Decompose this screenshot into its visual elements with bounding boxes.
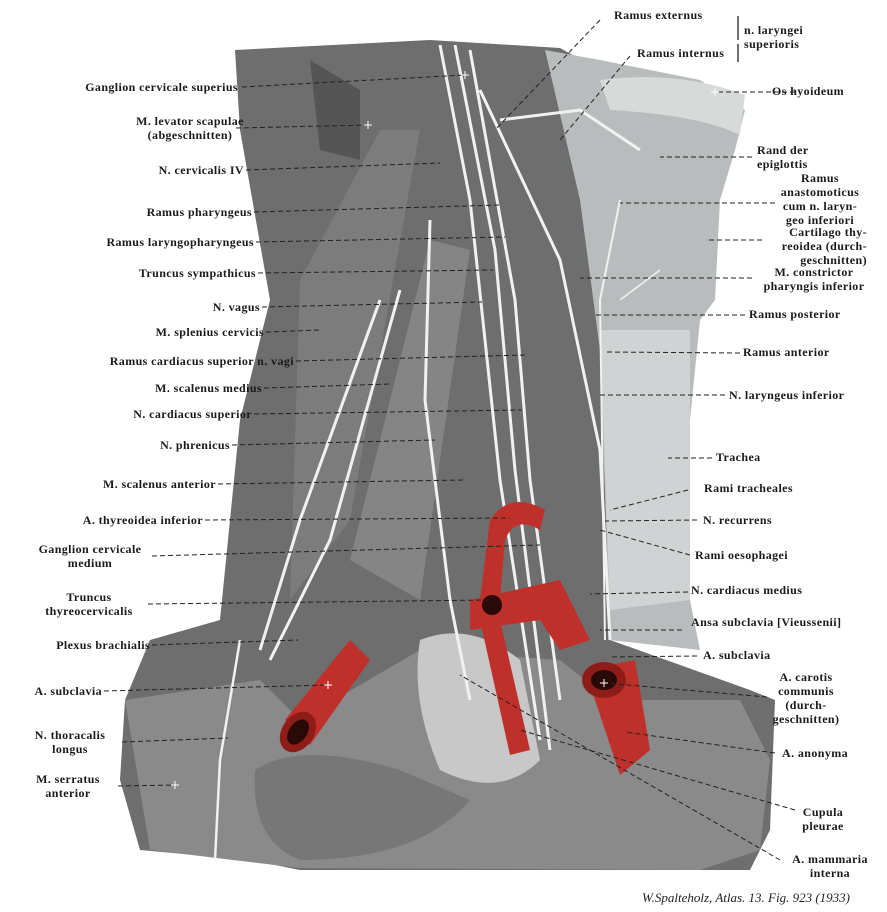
right-leader-lines <box>459 19 796 861</box>
label-line: communis <box>778 684 834 698</box>
label-line: Rand der <box>757 143 809 157</box>
figure-caption: W.Spalteholz, Atlas. 13. Fig. 923 (1933) <box>642 890 850 905</box>
a-thyreoidea-inferior <box>480 502 545 600</box>
a-anonyma <box>480 620 530 755</box>
label-line: A. carotis <box>779 670 833 684</box>
neck-muscles <box>120 40 775 870</box>
hyoid-bone <box>600 77 745 135</box>
label-line: interna <box>809 866 851 880</box>
label-m-scalenus-anterior: M. scalenus anterior <box>103 477 216 491</box>
label-rami-tracheales: Rami tracheales <box>704 481 793 495</box>
label-line: M. serratus <box>36 772 100 786</box>
levator-scapulae <box>310 60 360 160</box>
label-line: pleurae <box>802 819 844 833</box>
label-os-hyoideum: Os hyoideum <box>772 84 845 98</box>
a-subclavia-right <box>470 580 590 650</box>
label-n-cardiacus-superior: N. cardiacus superior <box>133 407 252 421</box>
label-m-scalenus-medius: M. scalenus medius <box>155 381 262 395</box>
label-line: anterior <box>45 786 91 800</box>
label-line: Ramus <box>800 171 839 185</box>
label-ramus-pharyngeus: Ramus pharyngeus <box>146 205 252 219</box>
label-n-laryngeus-inferior: N. laryngeus inferior <box>729 388 845 402</box>
label-line: Ganglion cervicale <box>38 542 142 556</box>
label-plexus-brachialis: Plexus brachialis <box>56 638 150 652</box>
label-cartilago-thyreoidea: Cartilago thy-reoidea (durch-geschnitten… <box>782 225 867 267</box>
label-line: cum n. laryn- <box>782 199 858 213</box>
label-line: Cupula <box>802 805 844 819</box>
label-ramus-internus: Ramus internus <box>637 46 725 60</box>
label-trachea: Trachea <box>716 450 761 464</box>
label-line: longus <box>52 742 88 756</box>
label-ramus-posterior: Ramus posterior <box>749 307 841 321</box>
label-line: anastomoticus <box>780 185 860 199</box>
left-leader-lines <box>103 74 541 787</box>
label-n-vagus: N. vagus <box>212 300 260 314</box>
trachea-rings <box>600 330 690 610</box>
label-line: superioris <box>744 37 800 51</box>
label-line: Cartilago thy- <box>789 225 867 239</box>
label-ramus-cardiacus-superior: Ramus cardiacus superior n. vagi <box>109 354 294 368</box>
label-truncus-sympathicus: Truncus sympathicus <box>138 266 256 280</box>
label-ramus-laryngopharyngeus: Ramus laryngopharyngeus <box>106 235 254 249</box>
label-line: N. thoracalis <box>34 728 106 742</box>
label-line: pharyngis inferior <box>763 279 865 293</box>
label-n-phrenicus: N. phrenicus <box>160 438 230 452</box>
label-line: M. constrictor <box>774 265 854 279</box>
label-m-splenius-cervicis: M. splenius cervicis <box>155 325 264 339</box>
label-line: (abgeschnitten) <box>147 128 233 142</box>
label-line: M. levator scapulae <box>136 114 244 128</box>
label-line: medium <box>67 556 113 570</box>
label-ramus-anterior: Ramus anterior <box>743 345 830 359</box>
label-ganglion-cervicale-superius: Ganglion cervicale superius <box>85 80 238 94</box>
label-line: A. mammaria <box>792 852 868 866</box>
clavicle-region <box>254 755 470 860</box>
label-m-levator-scapulae: M. levator scapulae(abgeschnitten) <box>100 114 280 142</box>
label-n-cardiacus-medius: N. cardiacus medius <box>691 583 803 597</box>
label-line: epiglottis <box>757 157 808 171</box>
label-line: (durch- <box>785 698 827 712</box>
label-line: Truncus <box>66 590 112 604</box>
label-n-recurrens: N. recurrens <box>703 513 773 527</box>
label-rami-oesophagei: Rami oesophagei <box>695 548 788 562</box>
label-line: reoidea (durch- <box>781 239 867 253</box>
scalenus-anterior <box>350 240 470 600</box>
label-ramus-externus: Ramus externus <box>614 8 703 22</box>
label-line: geschnitten) <box>772 712 840 726</box>
label-n-cervicalis-iv: N. cervicalis IV <box>158 163 244 177</box>
label-a-subclavia-left: A. subclavia <box>34 684 102 698</box>
label-line: geo inferiori <box>785 213 855 227</box>
label-a-thyreoidea-inferior: A. thyreoidea inferior <box>82 513 203 527</box>
label-a-anonyma: A. anonyma <box>782 746 849 760</box>
label-a-subclavia-right: A. subclavia <box>703 648 771 662</box>
label-line: thyreocervicalis <box>45 604 133 618</box>
label-line: geschnitten) <box>800 253 867 267</box>
marker-crosses <box>171 71 719 789</box>
label-ansa-subclavia: Ansa subclavia [Vieussenii] <box>691 615 842 629</box>
arteries <box>279 502 650 775</box>
label-line: n. laryngei <box>744 23 804 37</box>
